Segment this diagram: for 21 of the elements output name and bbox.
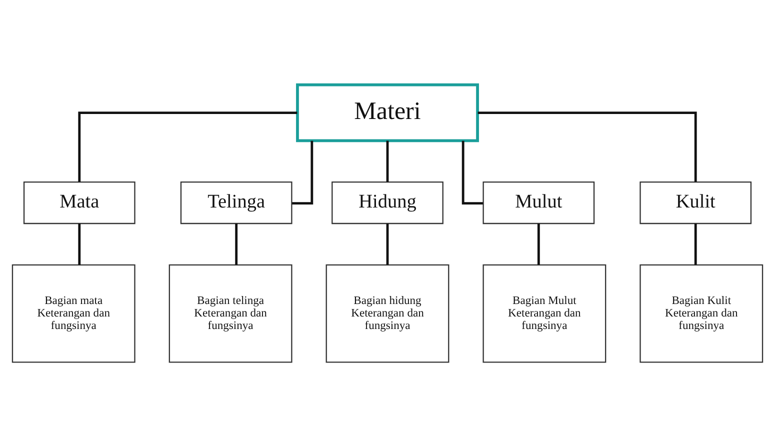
node-box: Telinga bbox=[180, 181, 292, 224]
connector bbox=[694, 223, 697, 264]
node-box: Materi bbox=[296, 82, 479, 142]
connector bbox=[292, 140, 314, 204]
node-box: Mulut bbox=[482, 181, 595, 224]
connector bbox=[235, 223, 238, 264]
node-box: Mata bbox=[23, 181, 136, 224]
node-box: Bagian hidung Keterangan dan fungsinya bbox=[326, 264, 450, 362]
connector bbox=[386, 140, 389, 182]
connector bbox=[78, 223, 81, 264]
node-box: Hidung bbox=[332, 181, 444, 224]
node-box: Bagian Kulit Keterangan dan fungsinya bbox=[640, 264, 764, 362]
node-box: Bagian Mulut Keterangan dan fungsinya bbox=[482, 264, 606, 362]
node-box: Kulit bbox=[640, 181, 752, 224]
connector bbox=[478, 111, 697, 182]
connector bbox=[537, 223, 540, 264]
connector bbox=[462, 140, 483, 204]
node-box: Bagian mata Keterangan dan fungsinya bbox=[12, 264, 136, 362]
connector bbox=[386, 223, 389, 264]
node-box: Bagian telinga Keterangan dan fungsinya bbox=[168, 264, 292, 362]
connector bbox=[78, 111, 298, 182]
